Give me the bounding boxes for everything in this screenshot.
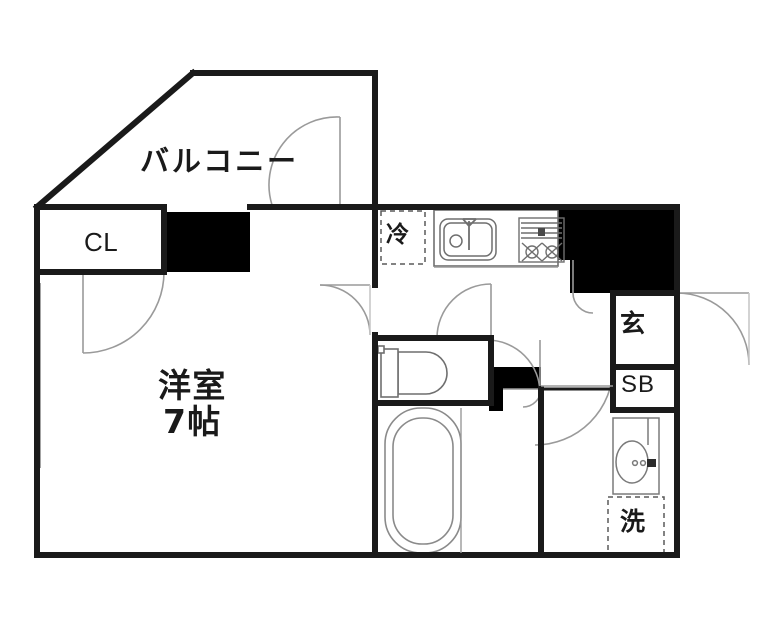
appliance-label-refrigerator: 冷 (386, 222, 410, 248)
stove-burner-right (545, 245, 559, 259)
sink-basin-inner (443, 222, 493, 257)
black-block-entrance-top (570, 207, 677, 293)
sink-drain-icon (449, 234, 463, 248)
bathtub-inner (392, 417, 454, 545)
gas-stove (518, 217, 565, 263)
wash-basin-fixture (612, 417, 660, 495)
room-label-entrance: 玄 (620, 309, 647, 338)
stove-burner-left (525, 245, 539, 259)
door-arc-balcony (268, 116, 341, 206)
bathtub-fixture (384, 407, 462, 554)
appliance-label-washing-machine: 洗 (620, 507, 647, 536)
wash-basin-tap-b (639, 459, 647, 467)
stove-outline (518, 217, 565, 263)
room-label-balcony: バルコニー (140, 144, 299, 178)
walls (32, 68, 680, 558)
kitchen-sink (439, 218, 497, 261)
black-block-above-room (164, 212, 250, 272)
stove-burner-cross-right (541, 242, 563, 262)
toilet-tank-lid (377, 345, 385, 354)
door-arc-kitchen-side (572, 292, 594, 314)
black-block-kitchen-right (557, 207, 573, 260)
room-label-main-name: 洋室 (158, 366, 227, 405)
toilet-fixture (377, 345, 448, 398)
wall-bathroom (372, 400, 544, 558)
solid-wall-blocks (164, 207, 677, 411)
wash-basin-faucet-icon (647, 459, 656, 467)
door-arc-room-hall (319, 284, 371, 336)
wall-closet (34, 204, 167, 275)
room-label-closet: CL (84, 227, 119, 257)
toilet-bowl-icon (397, 351, 448, 395)
door-arc-toilet (436, 283, 492, 339)
room-label-main: 洋室 7帖 (158, 366, 227, 442)
refrigerator-space-box (380, 210, 426, 265)
door-arc-closet (82, 271, 165, 354)
black-block-bath-corridor (489, 367, 541, 389)
toilet-tank-icon (380, 348, 399, 398)
door-swings (82, 116, 750, 446)
room-label-shoebox: SB (621, 371, 655, 398)
door-arc-entrance (676, 292, 750, 366)
room-label-main-size: 7帖 (163, 402, 222, 442)
sink-faucet-icon (462, 218, 477, 250)
wash-basin-tap-a (631, 459, 639, 467)
wall-balcony-outline (32, 68, 378, 212)
stove-burner-cross-left (521, 242, 543, 262)
stove-knob-panel (538, 228, 545, 236)
door-arc-entrance-inner (534, 366, 614, 446)
door-arc-bathroom (486, 339, 541, 394)
wall-thin-edges (434, 266, 613, 553)
